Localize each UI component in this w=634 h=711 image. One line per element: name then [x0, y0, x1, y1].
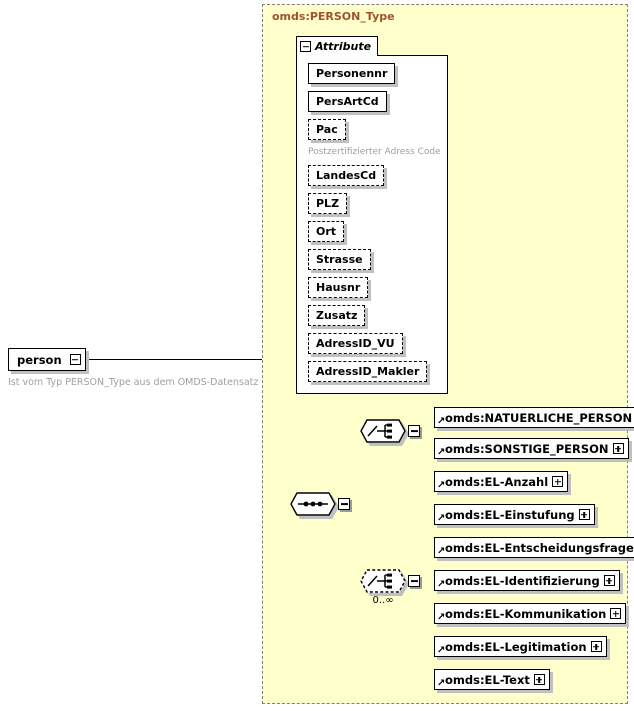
reference-arrow-icon: ↗ [437, 480, 446, 491]
attribute-box-strasse[interactable]: Strasse [308, 249, 371, 270]
element-box-sonstige-person[interactable]: ↗ omds:SONSTIGE_PERSON [434, 438, 629, 459]
expand-plus-icon[interactable] [578, 509, 590, 520]
element-label: omds:EL-Einstufung [445, 507, 575, 522]
attribute-box-pac[interactable]: Pac [308, 119, 346, 140]
element-box-person[interactable]: person [8, 348, 86, 371]
complextype-title: omds:PERSON_Type [272, 10, 395, 23]
element-box-el-kommunikation[interactable]: ↗ omds:EL-Kommunikation [434, 603, 627, 624]
reference-arrow-icon: ↗ [437, 513, 446, 524]
element-box-el-identifizierung[interactable]: ↗ omds:EL-Identifizierung [434, 570, 620, 591]
element-label: omds:NATUERLICHE_PERSON [445, 410, 633, 425]
element-box-el-legitimation[interactable]: ↗ omds:EL-Legitimation [434, 636, 607, 657]
attribute-box-hausnr[interactable]: Hausnr [308, 277, 369, 298]
attribute-box-zusatz[interactable]: Zusatz [308, 305, 366, 326]
reference-arrow-icon: ↗ [437, 645, 446, 656]
reference-arrow-icon: ↗ [437, 546, 446, 557]
expand-plus-icon[interactable] [610, 608, 622, 619]
attribute-box-adressid-vu[interactable]: AdressID_VU [308, 333, 403, 354]
element-box-el-entscheidungsfrage[interactable]: ↗ omds:EL-Entscheidungsfrage [434, 537, 634, 558]
compositor-sequence[interactable] [290, 492, 350, 519]
attribute-tab[interactable]: Attribute [296, 36, 379, 56]
expand-plus-icon[interactable] [533, 674, 545, 685]
element-label: omds:EL-Identifizierung [445, 573, 600, 588]
reference-arrow-icon: ↗ [437, 678, 446, 689]
element-box-el-anzahl[interactable]: ↗ omds:EL-Anzahl [434, 471, 569, 492]
choice-icon [360, 569, 406, 593]
element-label: omds:EL-Legitimation [445, 639, 587, 654]
reference-arrow-icon: ↗ [437, 612, 446, 623]
attribute-box-adressid-makler[interactable]: AdressID_Makler [308, 361, 428, 382]
expand-plus-icon[interactable] [552, 476, 564, 487]
attribute-box-plz[interactable]: PLZ [308, 193, 348, 214]
element-label-person: person [17, 352, 62, 367]
expand-plus-icon[interactable] [603, 575, 615, 586]
attribute-box-landescd[interactable]: LandesCd [308, 165, 385, 186]
element-label: omds:EL-Text [445, 672, 530, 687]
element-label: omds:EL-Kommunikation [445, 606, 607, 621]
reference-arrow-icon: ↗ [437, 447, 446, 458]
element-box-natuerliche-person[interactable]: ↗ omds:NATUERLICHE_PERSON [434, 407, 634, 428]
sequence-icon [290, 492, 336, 516]
attribute-tab-label: Attribute [315, 40, 372, 53]
collapse-minus-icon[interactable] [69, 354, 81, 365]
choice-icon [360, 419, 406, 443]
reference-arrow-icon: ↗ [437, 579, 446, 590]
element-label: omds:SONSTIGE_PERSON [445, 441, 609, 456]
expand-plus-icon[interactable] [612, 443, 624, 454]
expand-plus-icon[interactable] [590, 641, 602, 652]
element-annotation-person: Ist vom Typ PERSON_Type aus dem OMDS-Dat… [8, 377, 259, 388]
attribute-annotation-pac: Postzertifizierter Adress Code [308, 147, 441, 157]
attribute-box-personennr[interactable]: Personennr [308, 63, 396, 84]
element-label: omds:EL-Anzahl [445, 474, 549, 489]
collapse-minus-icon[interactable] [300, 41, 311, 52]
element-box-el-text[interactable]: ↗ omds:EL-Text [434, 669, 550, 690]
element-label: omds:EL-Entscheidungsfrage [445, 540, 634, 555]
attribute-box-persartcd[interactable]: PersArtCd [308, 91, 387, 112]
compositor-choice-person[interactable] [360, 419, 420, 446]
collapse-minus-icon[interactable] [408, 425, 420, 437]
compositor-choice-el[interactable]: 0..∞ [360, 569, 420, 606]
reference-arrow-icon: ↗ [437, 416, 446, 427]
attribute-box-ort[interactable]: Ort [308, 221, 345, 242]
element-box-el-einstufung[interactable]: ↗ omds:EL-Einstufung [434, 504, 595, 525]
collapse-minus-icon[interactable] [408, 575, 420, 587]
collapse-minus-icon[interactable] [338, 498, 350, 510]
occurrence-label: 0..∞ [372, 595, 394, 606]
